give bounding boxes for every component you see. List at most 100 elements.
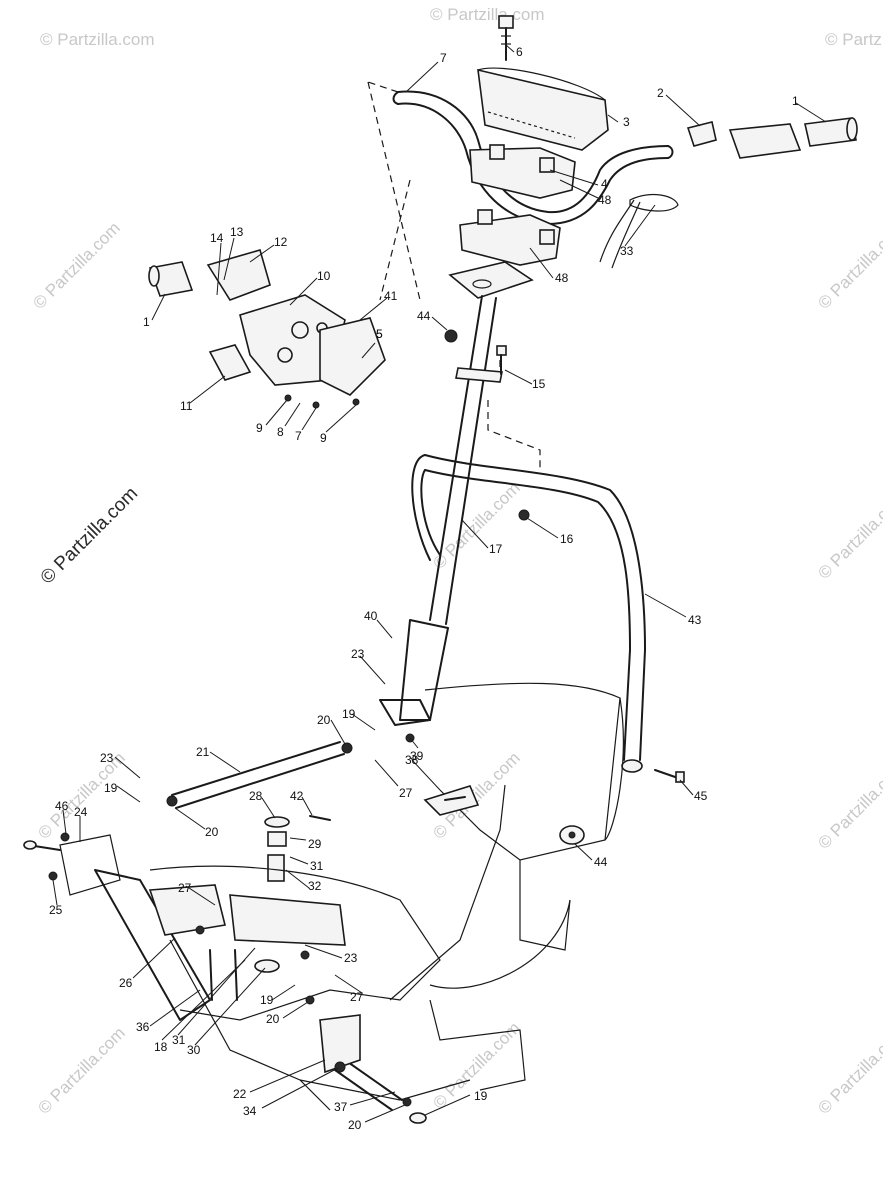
callout: 1	[792, 94, 799, 108]
watermark: © Partzilla.com	[814, 488, 883, 582]
lower-frame	[23, 832, 471, 1111]
callout: 17	[489, 542, 503, 556]
callout: 10	[317, 269, 331, 283]
watermark: © Partzilla.com	[430, 5, 545, 24]
callout: 43	[688, 613, 702, 627]
callout: 37	[334, 1100, 348, 1114]
bolt-45	[654, 769, 685, 783]
bolt-15	[496, 345, 507, 375]
callout: 20	[348, 1118, 362, 1132]
callout: 19	[104, 781, 118, 795]
lower-clamp	[459, 209, 561, 266]
callout: 5	[376, 327, 383, 341]
callout: 8	[277, 425, 284, 439]
hand-bar	[411, 454, 646, 773]
callout: 14	[210, 231, 224, 245]
callout: 2	[657, 86, 664, 100]
leader-dashed	[379, 179, 411, 301]
brake-bracket-12	[206, 249, 271, 301]
callout: 20	[266, 1012, 280, 1026]
watermark-main: © Partzilla.com	[37, 483, 142, 588]
callout: 42	[290, 789, 304, 803]
callout: 46	[55, 799, 69, 813]
callout: 29	[308, 837, 322, 851]
callout: 20	[205, 825, 219, 839]
callout: 33	[620, 244, 634, 258]
callout: 34	[243, 1104, 257, 1118]
watermark: © Partzilla.com	[34, 748, 128, 842]
callout: 27	[178, 881, 192, 895]
bracket-38	[423, 785, 480, 816]
tie-rod-lower	[319, 1014, 427, 1124]
callout: 18	[154, 1040, 168, 1054]
callout: 13	[230, 225, 244, 239]
callout: 6	[516, 45, 523, 59]
watermark: © Partzilla.com	[29, 218, 123, 312]
callout: 27	[399, 786, 413, 800]
callout: 11	[180, 399, 193, 413]
callout: 40	[364, 609, 378, 623]
callout: 7	[440, 51, 447, 65]
callout: 12	[274, 235, 288, 249]
leader-dashed	[367, 81, 421, 301]
callout: 5	[376, 327, 383, 341]
watermark: © Partzilla.com	[814, 218, 883, 312]
nut-44	[444, 329, 458, 343]
callout: 38	[405, 753, 419, 767]
grommet-44	[559, 825, 585, 845]
callout: 19	[474, 1089, 488, 1103]
steering-plate	[448, 261, 534, 299]
callout: 32	[308, 879, 322, 893]
callout: 9	[320, 431, 327, 445]
callout: 3	[623, 115, 630, 129]
steering-column	[379, 295, 503, 726]
callout: 15	[532, 377, 546, 391]
callout: 41	[384, 289, 398, 303]
callout: 44	[594, 855, 608, 869]
callout: 48	[555, 271, 569, 285]
watermark: © Partzilla.com	[814, 1023, 883, 1117]
callout: 19	[342, 707, 356, 721]
callout: 23	[351, 647, 365, 661]
callout-labels: 1 2 3 4 5 6 7 48 33 48 14 13 12 10 41 5 …	[49, 45, 799, 1132]
callout: 19	[260, 993, 274, 1007]
leader-dashed	[367, 81, 399, 93]
watermark: © Partzilla.com	[34, 1023, 128, 1117]
callout: 16	[560, 532, 574, 546]
screws-9-8-7	[284, 394, 360, 409]
callout: 36	[136, 1020, 150, 1034]
watermark: © Partzilla.com	[429, 478, 523, 572]
callout: 23	[344, 951, 358, 965]
knob-11	[208, 344, 252, 381]
callout: 20	[317, 713, 331, 727]
callout: 21	[196, 745, 210, 759]
callout: 25	[49, 903, 63, 917]
watermark: © Partzilla.com	[40, 30, 155, 49]
callout: 44	[417, 309, 431, 323]
callout: 4	[601, 177, 608, 191]
left-grip	[148, 261, 194, 297]
callout: 45	[694, 789, 708, 803]
callout: 22	[233, 1087, 247, 1101]
callout: 31	[310, 859, 324, 873]
callout: 9	[256, 421, 263, 435]
callout: 1	[143, 315, 150, 329]
cover-5	[319, 317, 386, 396]
callout: 48	[598, 193, 612, 207]
throttle-housing	[686, 121, 802, 159]
throttle-cable	[599, 193, 679, 269]
body-panel	[389, 682, 624, 1091]
callout: 27	[350, 990, 364, 1004]
upper-clamp	[469, 144, 576, 199]
tie-rod-upper	[166, 741, 353, 809]
callout: 30	[187, 1043, 201, 1057]
leader-dashed	[487, 400, 541, 470]
callout: 7	[295, 429, 302, 443]
callout: 26	[119, 976, 133, 990]
right-grip	[804, 117, 858, 147]
callout: 31	[172, 1033, 186, 1047]
watermark: © Partzilla.com	[825, 30, 883, 49]
watermark: © Partzilla.com	[814, 758, 883, 852]
bolt-6	[498, 15, 514, 61]
